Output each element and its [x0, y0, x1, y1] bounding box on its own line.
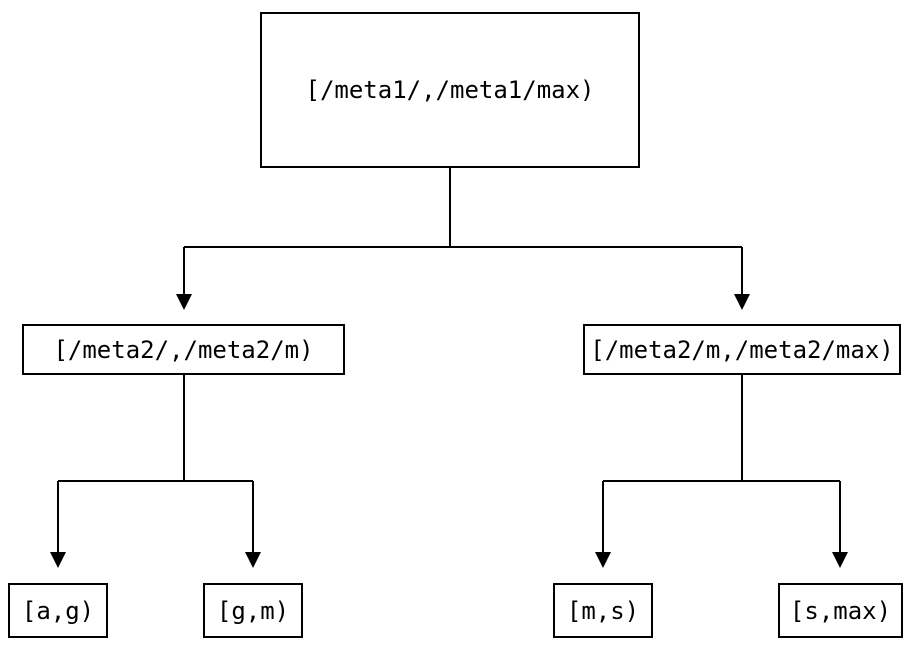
node-right-child: [/meta2/m,/meta2/max) — [583, 324, 901, 375]
edge-root-to-children — [183, 168, 743, 295]
node-right-child-label: [/meta2/m,/meta2/max) — [590, 335, 894, 364]
node-leaf-1-label: [a,g) — [21, 596, 95, 625]
arrowhead-icon — [832, 552, 848, 568]
node-leaf-1: [a,g) — [8, 583, 108, 638]
node-leaf-2-label: [g,m) — [216, 596, 290, 625]
node-leaf-4-label: [s,max) — [789, 596, 892, 625]
node-leaf-2: [g,m) — [203, 583, 303, 638]
node-root-label: [/meta1/,/meta1/max) — [305, 76, 595, 104]
arrowhead-icon — [50, 552, 66, 568]
edge-left-child-to-leaves — [57, 375, 254, 553]
node-left-child-label: [/meta2/,/meta2/m) — [53, 335, 314, 364]
arrowhead-icon — [734, 294, 750, 310]
node-left-child: [/meta2/,/meta2/m) — [22, 324, 345, 375]
node-leaf-3: [m,s) — [553, 583, 653, 638]
arrowhead-icon — [245, 552, 261, 568]
node-leaf-4: [s,max) — [778, 583, 903, 638]
edge-right-child-to-leaves — [602, 375, 841, 553]
arrowhead-icon — [595, 552, 611, 568]
node-root: [/meta1/,/meta1/max) — [260, 12, 640, 168]
arrowhead-icon — [176, 294, 192, 310]
node-leaf-3-label: [m,s) — [566, 596, 640, 625]
